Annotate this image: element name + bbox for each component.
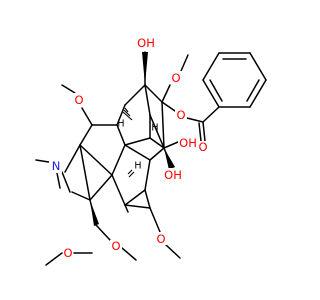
atom-h-1: H [117, 119, 124, 130]
svg-text:O: O [176, 108, 185, 122]
atom-o-methoxy-low: O [155, 232, 167, 246]
atom-o-ester: O [175, 108, 187, 122]
bond-ring-carbonyl [202, 106, 220, 123]
svg-text:OH: OH [164, 168, 182, 182]
svg-text:H: H [134, 161, 141, 172]
bond-carbonyl-ester-o [186, 117, 204, 123]
svg-text:O: O [198, 140, 207, 154]
svg-text:OH: OH [137, 36, 155, 50]
svg-text:O: O [156, 232, 165, 246]
atom-o-methoxymethyl: O [62, 246, 74, 260]
benzoyl-ring [202, 52, 267, 108]
svg-text:OH: OH [179, 136, 197, 150]
atom-o-methoxy-side: O [110, 239, 122, 253]
molecule-diagram: OH O O O O N OH OH O O O H [35, 36, 267, 266]
svg-text:H: H [151, 123, 158, 134]
atom-o-methoxy-left: O [73, 93, 85, 107]
svg-text:O: O [111, 239, 120, 253]
structure-svg: OH O O O O N OH OH O O O H [35, 36, 267, 266]
atom-n-amine: N [49, 159, 62, 173]
bond-carbonyl-double [202, 121, 206, 142]
atom-oh-top: OH [137, 36, 155, 50]
atom-oh-low: OH [163, 168, 183, 182]
hash-h3 [127, 169, 135, 178]
atom-o-methoxy-top: O [171, 71, 182, 85]
atom-o-carbonyl: O [197, 140, 209, 154]
wedge-oh-top [142, 52, 148, 85]
wedge-ch2-ome [90, 200, 99, 226]
atom-h-3: H [134, 161, 141, 172]
svg-text:H: H [117, 119, 124, 130]
atom-oh-mid: OH [178, 136, 198, 150]
bond-ester-o-c [161, 101, 176, 112]
svg-text:O: O [74, 93, 83, 107]
svg-text:O: O [171, 71, 180, 85]
hash-h1 [122, 107, 133, 121]
atom-h-2: H [151, 123, 158, 134]
svg-text:N: N [52, 159, 61, 173]
wedge-oh-low [164, 148, 175, 170]
svg-text:O: O [63, 246, 72, 260]
